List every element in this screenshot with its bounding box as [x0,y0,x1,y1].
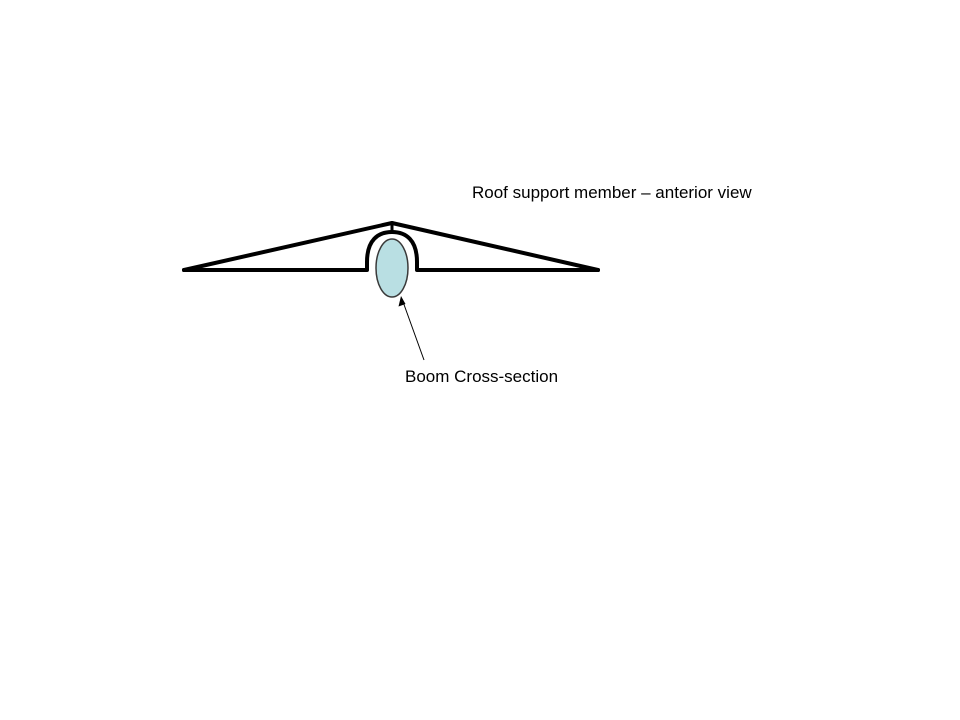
boom-cross-section [375,238,409,298]
leader-arrowhead [398,296,406,307]
right-rafter-line [390,221,600,272]
boom-arch [365,230,419,270]
left-rafter-line [182,221,394,272]
leader-line [401,298,425,361]
boom-cross-section-label: Boom Cross-section [405,367,559,386]
diagram-title: Roof support member – anterior view [472,183,752,202]
